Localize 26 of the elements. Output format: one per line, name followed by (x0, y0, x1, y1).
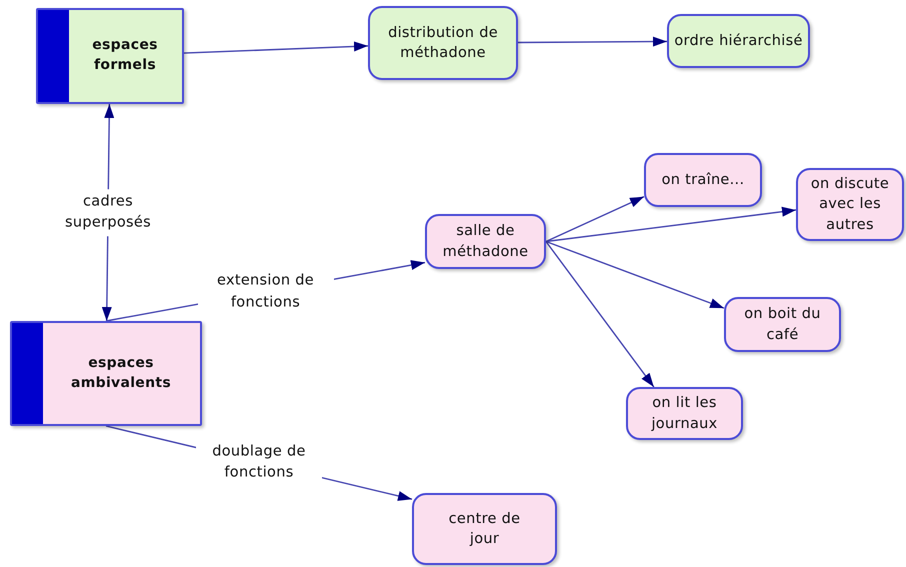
frame-box (10, 321, 202, 426)
node-text: salle de méthadone (442, 222, 530, 262)
node-text: centre de jour (448, 510, 522, 549)
node-text: on traîne... (662, 170, 744, 190)
rounded-box (626, 387, 743, 440)
rounded-box (368, 6, 518, 80)
node-text: distribution de méthadone (387, 24, 499, 63)
rounded-box (724, 297, 841, 352)
arrow (545, 241, 654, 388)
arrow (184, 41, 368, 54)
arrow (518, 36, 667, 47)
node-text: on boit du café (743, 305, 822, 344)
rounded-box (796, 168, 904, 241)
node-text: on discute avec les autres (810, 175, 890, 235)
node-text: on lit les journaux (650, 394, 719, 434)
frame-box (36, 8, 184, 104)
arrow (546, 196, 644, 242)
node-text: espaces formels (91, 36, 159, 75)
arrow (546, 240, 724, 309)
rounded-box (425, 214, 546, 269)
node-text: espaces ambivalents (70, 354, 172, 392)
rounded-box (667, 14, 810, 68)
rounded-box (412, 493, 557, 565)
arrow (546, 206, 796, 242)
node-text: ordre hiérarchisé (674, 32, 803, 51)
rounded-box (644, 153, 762, 207)
